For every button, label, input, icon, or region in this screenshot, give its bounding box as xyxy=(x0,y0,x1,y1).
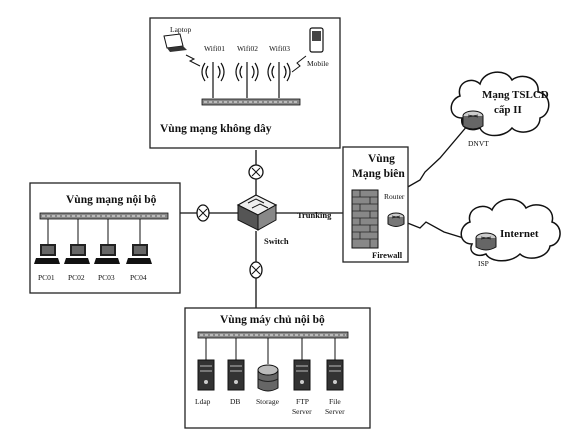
laptop-label: Laptop xyxy=(170,25,191,34)
mobile-wireless-link xyxy=(291,55,307,73)
server-zone-title: Vùng máy chủ nội bộ xyxy=(220,314,325,326)
connector-icon-servers xyxy=(249,261,263,279)
ldap-label: Ldap xyxy=(195,397,211,406)
connector-icon-lan xyxy=(196,204,210,222)
server-zone: Vùng máy chủ nội bộ xyxy=(184,307,371,429)
trunking-label: Trunking xyxy=(297,210,332,220)
pc01-icon xyxy=(34,244,60,264)
laptop-icon xyxy=(163,33,187,52)
storage-icon xyxy=(257,364,279,392)
wireless-backbone-bar xyxy=(201,98,301,106)
pc-drops xyxy=(47,219,141,244)
edge-zone: Vùng Mạng biên Router Firewall xyxy=(342,146,409,263)
wifi02-antenna-icon xyxy=(235,62,259,98)
ftp-label-1: FTP xyxy=(296,397,309,406)
pc04-label: PC04 xyxy=(130,273,147,282)
wifi01-antenna-icon xyxy=(201,62,225,98)
edge-zone-title-1: Vùng xyxy=(368,153,395,165)
laptop-wireless-link xyxy=(185,54,201,67)
pc03-icon xyxy=(94,244,120,264)
wifi01-label: Wifi01 xyxy=(204,44,225,53)
link-edge-dnvt xyxy=(391,124,469,197)
wifi03-antenna-icon xyxy=(267,62,291,98)
pc03-label: PC03 xyxy=(98,273,115,282)
wireless-zone-title: Vùng mạng không dây xyxy=(160,123,272,135)
core-switch: Switch xyxy=(236,194,289,246)
link-edge-isp xyxy=(399,219,471,241)
storage-label: Storage xyxy=(256,397,280,406)
db-label: DB xyxy=(230,397,240,406)
server-drops xyxy=(205,338,336,364)
switch-icon xyxy=(236,194,278,231)
dnvt-router-icon xyxy=(462,110,484,130)
file-server-icon xyxy=(326,359,344,391)
router-label: Router xyxy=(384,192,405,201)
mobile-label: Mobile xyxy=(307,59,329,68)
mobile-phone-icon xyxy=(309,27,324,53)
tslcd-label-2: cấp II xyxy=(494,104,522,116)
internet-cloud: Internet xyxy=(460,198,561,262)
file-label-1: File xyxy=(329,397,341,406)
isp-router-icon xyxy=(475,232,497,251)
ldap-server-icon xyxy=(197,359,215,391)
wifi02-label: Wifi02 xyxy=(237,44,258,53)
lan-zone-box xyxy=(29,182,181,294)
firewall-label: Firewall xyxy=(372,250,403,260)
pc02-label: PC02 xyxy=(68,273,85,282)
pc02-icon xyxy=(64,244,90,264)
dnvt-label: DNVT xyxy=(468,139,489,148)
internet-label: Internet xyxy=(500,228,539,240)
pc01-label: PC01 xyxy=(38,273,55,282)
tslcd-label-1: Mạng TSLCD xyxy=(482,89,549,101)
file-label-2: Server xyxy=(325,407,345,416)
db-server-icon xyxy=(227,359,245,391)
lan-zone-title: Vùng mạng nội bộ xyxy=(66,194,157,206)
pc04-icon xyxy=(126,244,152,264)
edge-zone-title-2: Mạng biên xyxy=(352,168,405,180)
router-icon xyxy=(387,212,405,227)
isp-label: ISP xyxy=(478,259,489,268)
lan-zone: Vùng mạng nội bộ xyxy=(29,182,181,294)
wifi03-label: Wifi03 xyxy=(269,44,290,53)
switch-label: Switch xyxy=(264,236,289,246)
server-backbone-bar xyxy=(197,331,349,339)
ftp-server-icon xyxy=(293,359,311,391)
lan-backbone-bar xyxy=(39,212,169,220)
firewall-icon xyxy=(351,189,379,249)
connector-icon-wireless xyxy=(248,164,264,180)
ftp-label-2: Server xyxy=(292,407,312,416)
wireless-zone: Laptop Wifi01 Wifi02 Wifi03 Mobil xyxy=(149,17,341,149)
